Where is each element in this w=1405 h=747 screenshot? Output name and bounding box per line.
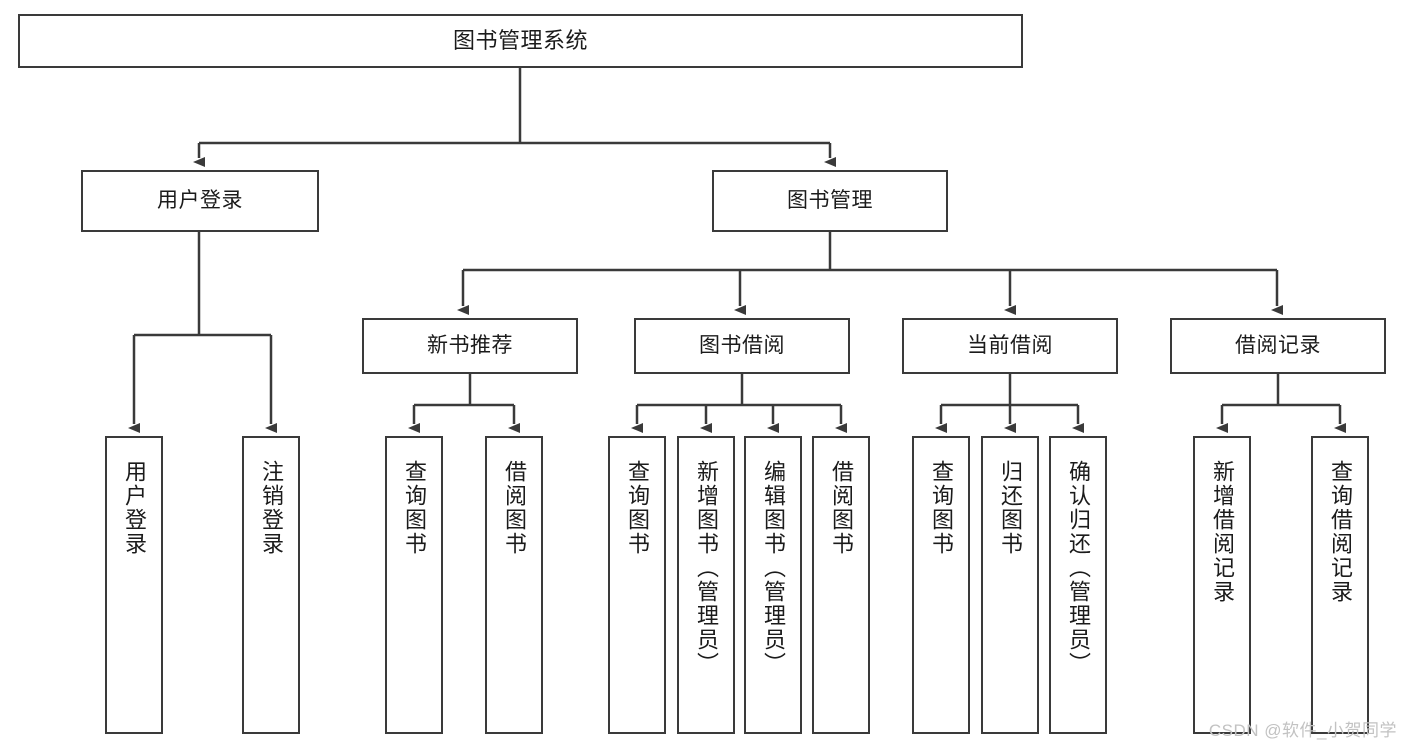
node-book-borrow-label: 图书借阅 <box>699 333 785 357</box>
node-leaf-borrow-book-1-label: 借阅图书 <box>502 460 527 556</box>
node-book-manage-label: 图书管理 <box>787 188 873 212</box>
node-user-login-label: 用户登录 <box>157 188 243 212</box>
node-leaf-query-book-1[interactable]: 查询图书 <box>385 436 443 734</box>
node-leaf-query-book-3[interactable]: 查询图书 <box>912 436 970 734</box>
node-leaf-return-book[interactable]: 归还图书 <box>981 436 1039 734</box>
node-leaf-user-login[interactable]: 用户登录 <box>105 436 163 734</box>
node-leaf-confirm-return[interactable]: 确认归还（管理员） <box>1049 436 1107 734</box>
node-leaf-borrow-book-1[interactable]: 借阅图书 <box>485 436 543 734</box>
node-root[interactable]: 图书管理系统 <box>18 14 1023 68</box>
node-leaf-query-record-label: 查询借阅记录 <box>1328 460 1353 604</box>
node-book-borrow[interactable]: 图书借阅 <box>634 318 850 374</box>
node-borrow-record[interactable]: 借阅记录 <box>1170 318 1386 374</box>
node-leaf-borrow-book-2-label: 借阅图书 <box>829 460 854 556</box>
node-leaf-edit-book-label: 编辑图书（管理员） <box>761 460 786 676</box>
node-leaf-add-record-label: 新增借阅记录 <box>1210 460 1235 604</box>
node-borrow-record-label: 借阅记录 <box>1235 333 1321 357</box>
node-leaf-add-book[interactable]: 新增图书（管理员） <box>677 436 735 734</box>
node-leaf-user-logout-label: 注销登录 <box>259 460 284 556</box>
node-root-label: 图书管理系统 <box>452 28 588 54</box>
node-leaf-user-logout[interactable]: 注销登录 <box>242 436 300 734</box>
node-new-book-recommend[interactable]: 新书推荐 <box>362 318 578 374</box>
node-user-login[interactable]: 用户登录 <box>81 170 319 232</box>
node-leaf-add-book-label: 新增图书（管理员） <box>694 460 719 676</box>
node-leaf-user-login-label: 用户登录 <box>122 460 147 556</box>
node-leaf-confirm-return-label: 确认归还（管理员） <box>1066 460 1091 676</box>
node-new-book-recommend-label: 新书推荐 <box>427 333 513 357</box>
node-current-borrow[interactable]: 当前借阅 <box>902 318 1118 374</box>
node-leaf-query-record[interactable]: 查询借阅记录 <box>1311 436 1369 734</box>
csdn-watermark: CSDN @软件_小贺同学 <box>1208 721 1397 740</box>
node-leaf-edit-book[interactable]: 编辑图书（管理员） <box>744 436 802 734</box>
node-leaf-borrow-book-2[interactable]: 借阅图书 <box>812 436 870 734</box>
node-leaf-return-book-label: 归还图书 <box>998 460 1023 556</box>
node-leaf-query-book-1-label: 查询图书 <box>402 460 427 556</box>
node-book-manage[interactable]: 图书管理 <box>712 170 948 232</box>
node-leaf-query-book-3-label: 查询图书 <box>929 460 954 556</box>
node-current-borrow-label: 当前借阅 <box>967 333 1053 357</box>
node-leaf-query-book-2-label: 查询图书 <box>625 460 650 556</box>
node-leaf-add-record[interactable]: 新增借阅记录 <box>1193 436 1251 734</box>
node-leaf-query-book-2[interactable]: 查询图书 <box>608 436 666 734</box>
